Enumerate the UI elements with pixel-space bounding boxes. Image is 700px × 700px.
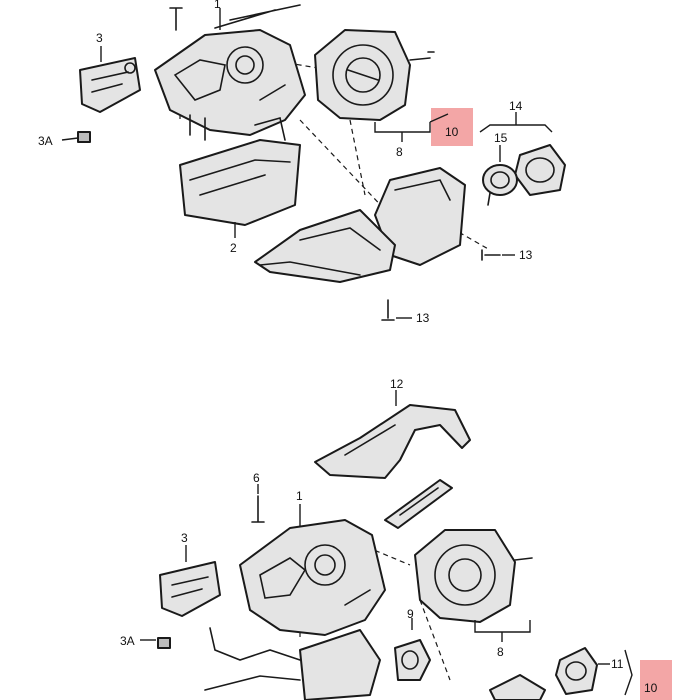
screw-13-side — [481, 249, 501, 261]
bottom-assembly: 12 6 1 3 3A 9 8 11 10 — [120, 377, 672, 700]
callout-bottom-3a: 3A — [120, 634, 135, 648]
part-1-switch-housing — [154, 4, 306, 141]
part-11-ring — [555, 647, 598, 695]
callout-top-13-side: 13 — [519, 248, 533, 262]
part-3-bracket-bottom — [159, 561, 221, 617]
callout-top-3: 3 — [96, 31, 103, 45]
callout-bottom-8: 8 — [497, 645, 504, 659]
part-3a-clip-bottom — [157, 637, 171, 649]
callout-top-8: 8 — [396, 145, 403, 159]
callout-top-2: 2 — [230, 241, 237, 255]
callout-bottom-10: 10 — [644, 681, 658, 695]
wiring-harness — [204, 627, 546, 700]
part-10-trim-cover — [254, 167, 466, 283]
callout-top-13-bottom: 13 — [416, 311, 430, 325]
callout-labels-top: 1 3 3A 2 8 10 14 15 13 13 — [38, 0, 533, 325]
part-14-ring-housing — [514, 144, 566, 196]
top-assembly: 1 3 3A 2 8 10 14 15 13 13 — [38, 0, 566, 325]
part-2-lower-block — [179, 117, 301, 226]
part-12-upper-cover — [314, 404, 471, 479]
leader-lines-bottom — [140, 390, 633, 696]
callout-bottom-3: 3 — [181, 531, 188, 545]
callout-top-15: 15 — [494, 131, 508, 145]
part-15-ring — [482, 164, 518, 206]
callout-labels-bottom: 12 6 1 3 3A 9 8 11 10 — [120, 377, 658, 695]
callout-bottom-6: 6 — [253, 471, 260, 485]
part-8-clock-spring — [314, 29, 435, 121]
callout-bottom-1: 1 — [296, 489, 303, 503]
callout-bottom-12: 12 — [390, 377, 404, 391]
part-3a-clip — [77, 131, 91, 143]
callout-top-1: 1 — [214, 0, 221, 11]
callout-top-3a: 3A — [38, 134, 53, 148]
part-9-ignition-lock — [394, 639, 431, 681]
screw-13-bottom — [381, 299, 395, 321]
leader-lines-top — [61, 8, 553, 319]
callout-bottom-11: 11 — [611, 657, 624, 671]
part-3-bracket — [79, 57, 141, 113]
callout-top-10: 10 — [445, 125, 459, 139]
part-6-screw — [251, 495, 265, 523]
highlight-box-10-top — [431, 108, 473, 146]
callout-bottom-9: 9 — [407, 607, 414, 621]
wiper-stalk — [384, 479, 453, 529]
highlight-box-10-bottom — [640, 660, 672, 700]
callout-top-14: 14 — [509, 99, 523, 113]
part-1-switch-housing-bottom — [239, 519, 386, 636]
part-8-clock-spring-bottom — [414, 529, 533, 623]
